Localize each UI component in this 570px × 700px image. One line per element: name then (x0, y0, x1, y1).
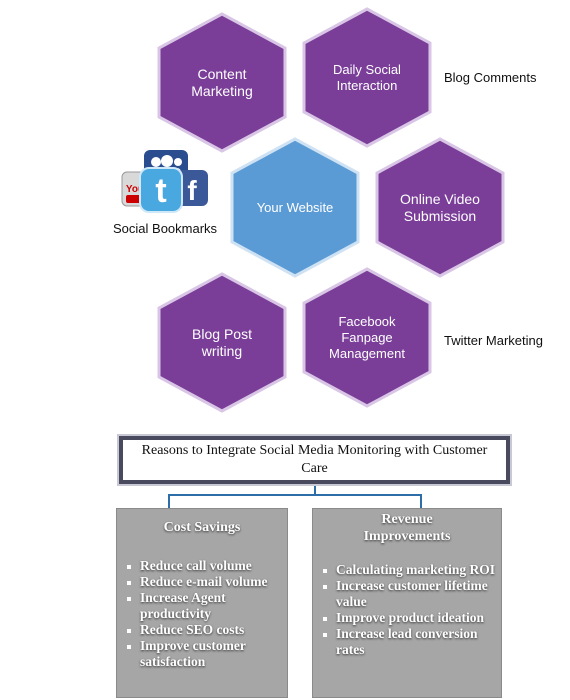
connector-vertical-top (314, 486, 316, 495)
revenue-improvements-panel: Revenue Improvements Calculating marketi… (312, 508, 502, 698)
reasons-title: Reasons to Integrate Social Media Monito… (123, 440, 506, 480)
hex-content-marketing: Content Marketing (152, 10, 292, 155)
hex-facebook-fanpage: Facebook Fanpage Management (297, 265, 437, 410)
hex-label-blog-post: Blog Post writing (192, 325, 252, 359)
svg-text:You: You (126, 184, 144, 195)
hexagon-shape (302, 7, 432, 148)
svg-text:f: f (187, 175, 197, 206)
hex-daily-social-interaction: Daily Social Interaction (297, 5, 437, 150)
list-item: Improve customer satisfaction (121, 638, 287, 670)
bullet-icon (323, 633, 327, 637)
hex-label-content-marketing: Content Marketing (191, 65, 253, 99)
bullet-icon (323, 569, 327, 573)
svg-text:t: t (155, 172, 166, 210)
label-blog-comments: Blog Comments (444, 70, 537, 85)
list-item: Reduce call volume (121, 558, 287, 574)
label-twitter-marketing: Twitter Marketing (444, 333, 543, 348)
bullet-icon (127, 581, 131, 585)
cost-savings-heading: Cost Savings (163, 520, 241, 535)
list-item: Calculating marketing ROI (317, 562, 501, 578)
facebook-icon: f (176, 170, 208, 206)
bullet-icon (127, 597, 131, 601)
connector-horizontal (168, 494, 422, 496)
connector-left-drop (168, 494, 170, 508)
list-item: Increase customer lifetime value (317, 578, 501, 610)
hexagon-shape (230, 137, 360, 278)
bullet-icon (323, 585, 327, 589)
hex-label-facebook: Facebook Fanpage Management (329, 313, 405, 361)
social-icons-cluster: You f t (118, 148, 213, 218)
hex-label-online-video: Online Video Submission (400, 190, 480, 224)
list-item: Reduce e-mail volume (121, 574, 287, 590)
revenue-list: Calculating marketing ROI Increase custo… (313, 562, 501, 658)
label-social-bookmarks: Social Bookmarks (113, 221, 218, 236)
bullet-icon (127, 645, 131, 649)
bullet-icon (323, 617, 327, 621)
list-item: Reduce SEO costs (121, 622, 287, 638)
bullet-icon (127, 629, 131, 633)
hexagon-shape (302, 267, 432, 408)
revenue-heading: Revenue Improvements (363, 512, 451, 544)
hex-online-video-submission: Online Video Submission (370, 135, 510, 280)
list-item: Improve product ideation (317, 610, 501, 626)
reasons-title-box: Reasons to Integrate Social Media Monito… (117, 434, 512, 486)
hexagon-shape (157, 12, 287, 153)
list-item: Increase Agent productivity (121, 590, 287, 622)
twitter-icon: t (139, 167, 183, 213)
hex-blog-post-writing: Blog Post writing (152, 270, 292, 415)
list-item: Increase lead conversion rates (317, 626, 501, 658)
bullet-icon (127, 565, 131, 569)
hex-label-daily-social: Daily Social Interaction (333, 61, 401, 93)
cost-savings-list: Reduce call volume Reduce e-mail volume … (117, 558, 287, 670)
connector-right-drop (420, 494, 422, 508)
hex-your-website: Your Website (225, 135, 365, 280)
hex-label-your-website: Your Website (256, 199, 334, 215)
cost-savings-panel: Cost Savings Reduce call volume Reduce e… (116, 508, 288, 698)
hexagon-shape (157, 272, 287, 413)
hexagon-shape (375, 137, 505, 278)
